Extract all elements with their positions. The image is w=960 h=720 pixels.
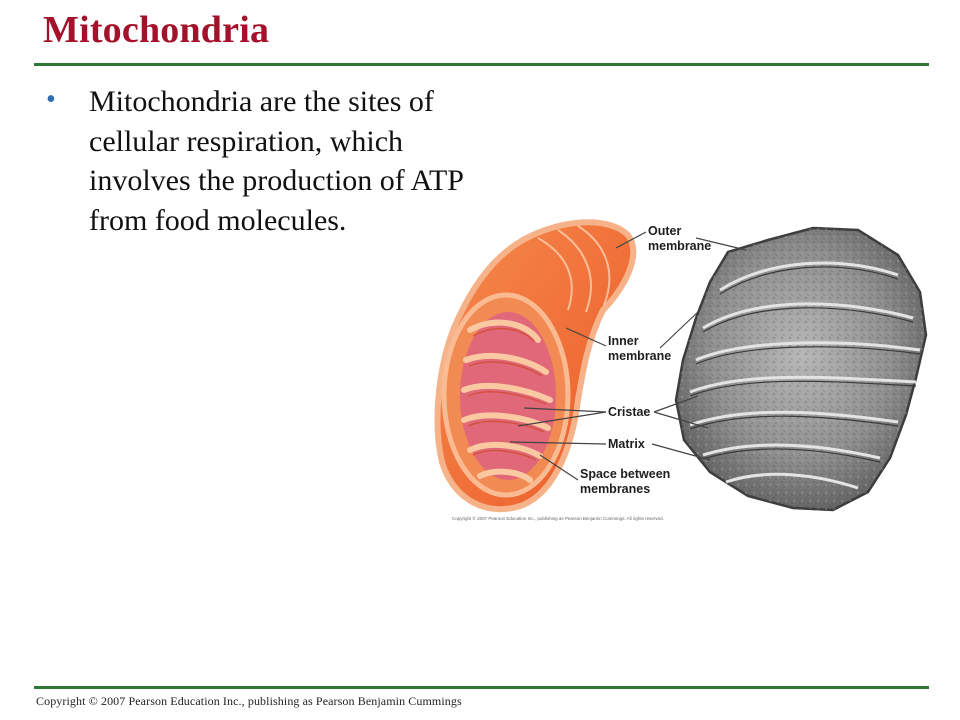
label-outer-membrane-1: Outer bbox=[648, 224, 681, 238]
title-divider bbox=[34, 63, 929, 66]
label-inner-membrane-1: Inner bbox=[608, 334, 639, 348]
bullet-text: Mitochondria are the sites of cellular r… bbox=[89, 85, 463, 237]
label-space-between-1: Space between bbox=[580, 467, 670, 481]
leader-lines bbox=[509, 231, 747, 481]
mitochondrion-figure: Outer membrane Inner membrane Cristae Ma… bbox=[434, 219, 928, 521]
label-inner-membrane-2: membrane bbox=[608, 349, 671, 363]
bullet-marker: • bbox=[46, 84, 56, 115]
mitochondrion-drawing bbox=[434, 219, 637, 513]
footer-divider bbox=[34, 686, 929, 689]
micrograph bbox=[674, 226, 928, 512]
slide-title: Mitochondria bbox=[43, 9, 270, 51]
label-cristae: Cristae bbox=[608, 405, 650, 419]
label-space-between-2: membranes bbox=[580, 482, 650, 496]
label-outer-membrane-2: membrane bbox=[648, 239, 711, 253]
label-matrix: Matrix bbox=[608, 437, 645, 451]
copyright-footer: Copyright © 2007 Pearson Education Inc.,… bbox=[36, 694, 462, 708]
figure-credit: Copyright © 2007 Pearson Education Inc.,… bbox=[452, 515, 664, 521]
